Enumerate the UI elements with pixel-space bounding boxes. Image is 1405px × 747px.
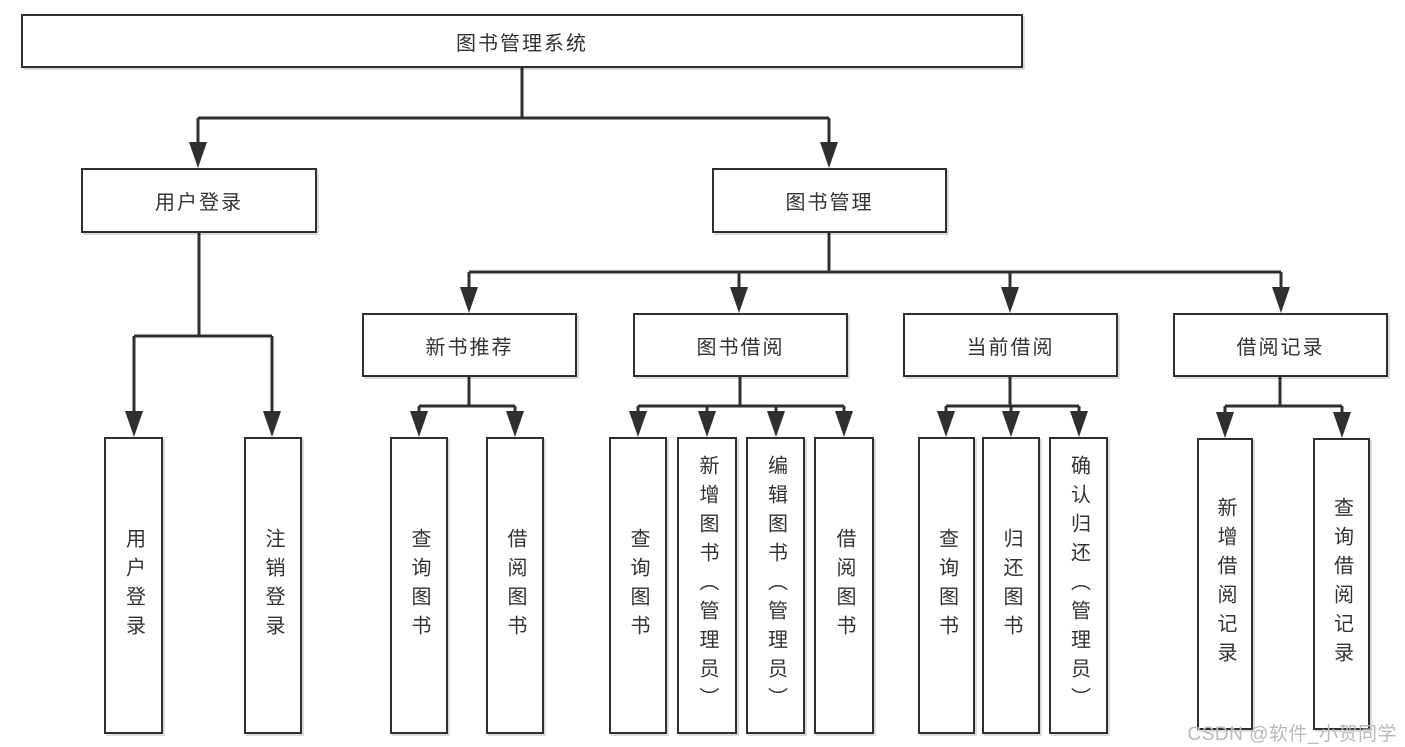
node-label: 图书管理 (785, 192, 874, 214)
node-user-login: 用户登录 (81, 168, 317, 233)
connector-root-to-level2 (189, 68, 838, 168)
leaf-borrow-books: 借阅图书 (814, 437, 874, 734)
leaf-current-query-books: 查询图书 (918, 437, 975, 734)
leaf-label: 编辑图书（管理员） (764, 455, 787, 716)
leaf-label: 归还图书 (1000, 527, 1022, 644)
leaf-label: 用户登录 (122, 527, 145, 644)
node-label: 图书借阅 (696, 336, 785, 359)
connector-user-login-to-leaves (125, 233, 281, 437)
node-current-borrowing: 当前借阅 (903, 313, 1118, 377)
node-label: 图书管理系统 (456, 32, 588, 55)
connector-current-borrowing-to-leaves (937, 377, 1088, 437)
leaf-label: 查询图书 (408, 527, 430, 644)
leaf-label: 新增图书（管理员） (696, 455, 718, 716)
connector-book-management-to-level3 (460, 233, 1290, 313)
leaf-borrowing-query-books: 查询图书 (609, 437, 667, 734)
leaf-add-borrow-record: 新增借阅记录 (1197, 438, 1253, 730)
leaf-label: 查询图书 (627, 527, 649, 644)
leaf-label: 新增借阅记录 (1214, 497, 1236, 671)
leaf-label: 查询图书 (935, 527, 958, 644)
node-label: 借阅记录 (1236, 336, 1325, 359)
leaf-query-borrow-record: 查询借阅记录 (1313, 438, 1370, 730)
leaf-rec-query-books: 查询图书 (390, 437, 448, 734)
leaf-logout: 注销登录 (244, 437, 302, 734)
node-new-book-recommendation: 新书推荐 (362, 313, 577, 377)
leaf-label: 注销登录 (262, 527, 284, 644)
leaf-add-books-admin: 新增图书（管理员） (677, 437, 737, 734)
leaf-user-login: 用户登录 (104, 437, 163, 734)
leaf-rec-borrow-books: 借阅图书 (486, 437, 544, 734)
node-borrowing-records: 借阅记录 (1173, 313, 1388, 377)
leaf-return-books: 归还图书 (982, 437, 1040, 734)
leaf-label: 借阅图书 (833, 527, 855, 644)
node-label: 当前借阅 (966, 336, 1055, 359)
node-library-management-system: 图书管理系统 (21, 14, 1023, 68)
leaf-edit-books-admin: 编辑图书（管理员） (746, 437, 805, 734)
connector-book-borrowing-to-leaves (629, 377, 853, 437)
node-label: 用户登录 (155, 192, 243, 214)
connector-borrowing-records-to-leaves (1216, 377, 1351, 438)
csdn-watermark: CSDN @软件_小贺同学 (1187, 724, 1397, 745)
node-book-management: 图书管理 (712, 168, 947, 233)
leaf-confirm-return-admin: 确认归还（管理员） (1049, 437, 1108, 734)
leaf-label: 查询借阅记录 (1330, 497, 1353, 671)
leaf-label: 确认归还（管理员） (1067, 455, 1090, 716)
connector-new-book-rec-to-leaves (410, 377, 524, 437)
leaf-label: 借阅图书 (504, 527, 526, 644)
node-book-borrowing: 图书借阅 (633, 313, 848, 377)
node-label: 新书推荐 (425, 336, 514, 359)
